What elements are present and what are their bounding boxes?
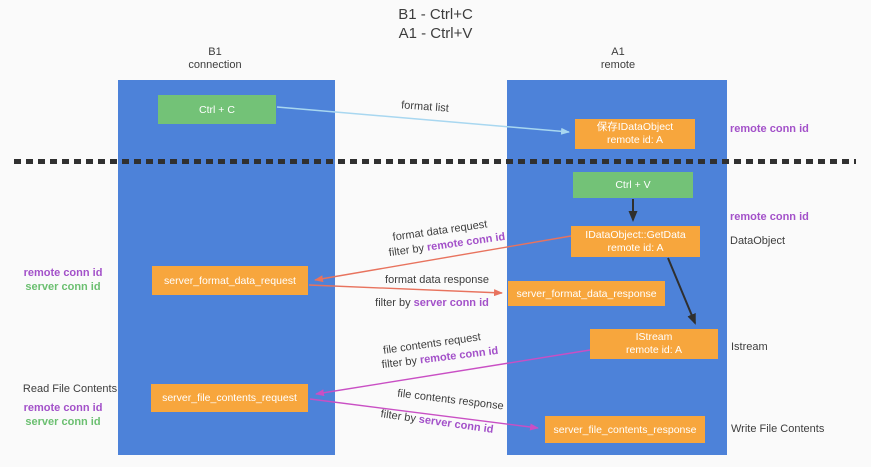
annotation-left-server-conn-id-bottom: server conn id — [25, 416, 101, 428]
annotation-left-server-conn-id-top: server conn id — [25, 281, 101, 293]
node-server-file-contents-request-label: server_file_contents_request — [162, 392, 297, 404]
node-ctrl-v-label: Ctrl + V — [615, 179, 651, 191]
node-idataobject-getdata-line2: remote id: A — [607, 241, 664, 254]
lifeline-right-role: remote — [600, 59, 636, 71]
node-save-idataobject-line1: 保存IDataObject — [596, 121, 674, 133]
filter-by-text: filter by — [381, 354, 421, 372]
node-server-file-contents-response-label: server_file_contents_response — [553, 423, 697, 436]
node-istream-line1: IStream — [635, 331, 673, 343]
node-server-format-data-request-label: server_format_data_request — [164, 274, 296, 287]
node-server-file-contents-response: server_file_contents_response — [545, 416, 705, 443]
label-format-list: format list — [400, 99, 450, 115]
label-filter-format-response: filter by server conn id — [362, 297, 502, 309]
node-idataobject-getdata: IDataObject::GetData remote id: A — [571, 226, 700, 257]
label-format-data-response: format data response — [385, 274, 489, 286]
node-ctrl-v: Ctrl + V — [573, 172, 693, 198]
annotation-dataobject: DataObject — [730, 235, 786, 247]
annotation-left-remote-conn-id-top: remote conn id — [23, 267, 103, 279]
node-server-file-contents-request: server_file_contents_request — [151, 384, 308, 412]
filter-by-text: filter by — [375, 297, 414, 309]
node-save-idataobject: 保存IDataObject remote id: A — [575, 119, 695, 149]
node-istream: IStream remote id: A — [590, 329, 718, 359]
annotation-read-file-contents: Read File Contents — [22, 383, 118, 395]
node-server-format-data-response-label: server_format_data_response — [516, 287, 657, 300]
filter-key-server-conn-id: server conn id — [417, 413, 495, 436]
node-save-idataobject-line2: remote id: A — [606, 134, 664, 146]
annotation-left-remote-conn-id-bottom: remote conn id — [23, 402, 103, 414]
node-server-format-data-request: server_format_data_request — [152, 266, 308, 295]
node-istream-line2: remote id: A — [625, 344, 683, 356]
node-ctrl-c: Ctrl + C — [158, 95, 276, 124]
label-filter-file-response: filter by server conn id — [367, 406, 507, 437]
annotation-remote-conn-id-mid: remote conn id — [730, 211, 809, 223]
label-file-contents-response: file contents response — [396, 387, 505, 413]
lifeline-left-role: connection — [188, 59, 242, 71]
title-line-1: B1 - Ctrl+C — [398, 6, 473, 23]
lifeline-right-name: A1 — [611, 46, 625, 58]
annotation-istream: Istream — [731, 341, 768, 353]
filter-by-text: filter by — [379, 408, 420, 426]
node-idataobject-getdata-line1: IDataObject::GetData — [585, 228, 686, 241]
lifeline-right-header: A1 remote — [558, 46, 678, 72]
title-line-2: A1 - Ctrl+V — [398, 25, 473, 42]
annotation-remote-conn-id-top: remote conn id — [730, 123, 809, 135]
filter-by-text: filter by — [388, 241, 428, 260]
annotation-write-file-contents: Write File Contents — [731, 423, 825, 435]
diagram-title: B1 - Ctrl+C A1 - Ctrl+V — [0, 5, 871, 43]
annotation-left-conn-ids-top: remote conn id server conn id — [17, 266, 109, 294]
annotation-left-conn-ids-bottom: remote conn id server conn id — [17, 401, 109, 429]
dashed-divider — [14, 159, 856, 164]
node-ctrl-c-label: Ctrl + C — [199, 103, 235, 116]
filter-key-server-conn-id: server conn id — [413, 297, 489, 309]
lifeline-left-name: B1 — [208, 46, 222, 58]
lifeline-left-header: B1 connection — [155, 46, 275, 72]
arrow-format-data-response — [308, 284, 503, 297]
node-server-format-data-response: server_format_data_response — [508, 281, 665, 306]
